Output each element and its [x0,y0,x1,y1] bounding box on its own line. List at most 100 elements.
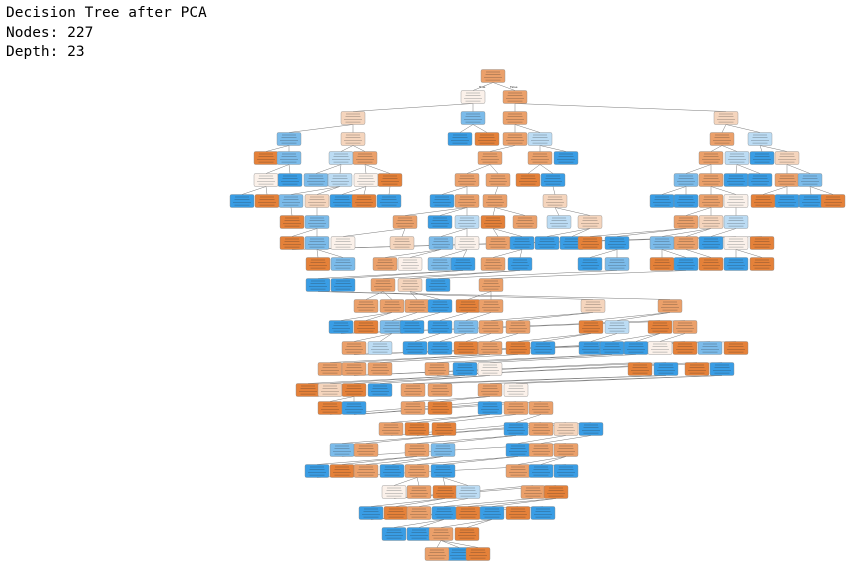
tree-edge [393,519,445,528]
tree-edge [439,207,468,216]
tree-node [453,341,479,355]
tree-edge [395,498,446,507]
tree-edge [316,186,341,195]
tree-node [317,383,343,397]
tree-node [404,422,430,436]
tree-edge [515,414,542,423]
tree-edge [418,519,445,528]
tree-edge [661,186,687,195]
tree-edge [519,249,523,258]
tree-node [430,464,456,478]
tree-edge [329,396,355,402]
tree-node [454,215,480,229]
tree-node [599,341,625,355]
tree-node [820,194,846,208]
tree-edge [409,291,441,300]
tree-node [503,422,529,436]
tree-edge [462,249,468,258]
tree-node [480,257,506,271]
tree-node [400,401,426,415]
tree-node [253,151,279,165]
tree-node [379,320,405,334]
tree-edge [685,164,712,174]
tree-edge [721,145,738,152]
tree-node [477,151,503,165]
tree-node [452,362,478,376]
tree-node [534,236,560,250]
tree-edge [339,164,342,174]
tree-node [478,299,504,313]
tree-edge [517,312,594,321]
tree-edge [465,333,492,342]
tree-node [454,236,480,250]
tree-edge [517,333,592,342]
tree-edge [379,375,491,384]
tree-edge [616,312,671,321]
tree-edge [340,312,393,321]
tree-edge [721,124,727,133]
tree-edge [759,145,788,152]
tree-node [604,236,630,250]
tree-node [503,401,529,415]
tree-edge [443,498,534,507]
tree-edge [416,414,491,423]
tree-node [478,278,504,292]
tree-node [424,362,450,376]
tree-node [427,320,453,334]
tree-node [381,527,407,541]
tree-edge [341,456,418,465]
tree-edge [490,270,687,279]
tree-edge [492,228,523,237]
tree-edge [439,312,469,321]
tree-node [723,215,749,229]
tree-node [379,299,405,313]
tree-node [330,257,356,271]
tree-node [404,299,430,313]
tree-title: Decision Tree after PCA [6,5,207,21]
tree-node [502,132,528,146]
tree-node [389,236,415,250]
tree-edge [466,164,491,174]
tree-edge [411,312,441,321]
tree-node [460,111,486,125]
tree-edge [467,291,492,300]
tree-node [747,132,773,146]
tree-node [653,362,679,376]
tree-node [520,485,546,499]
tree-edge [353,354,491,363]
tree-node [673,194,699,208]
tree-edge [439,396,491,402]
tree-edge [685,228,712,237]
tree-edge [589,249,618,258]
tree-edge [265,164,290,174]
tree-edge [416,456,519,465]
tree-edge [441,186,468,195]
tree-edge [542,333,592,342]
tree-edge [515,375,723,384]
tree-edge [340,145,354,152]
tree-node [377,173,403,187]
tree-node [399,320,425,334]
tree-node [454,527,480,541]
edge-label-false: False [510,85,518,89]
tree-edge [365,435,445,444]
tree-edge [436,354,613,363]
tree-edge [416,477,420,486]
tree-node [477,341,503,355]
tree-edge [391,456,444,465]
tree-node [649,257,675,271]
tree-node [505,320,531,334]
tree-node [428,236,454,250]
tree-edge [539,164,554,174]
tree-node [627,362,653,376]
tree-node [379,464,405,478]
tree-node [528,464,554,478]
tree-node [453,320,479,334]
tree-edge [384,249,442,258]
tree-edge [317,291,594,300]
tree-edge [786,164,811,174]
tree-node [509,236,535,250]
tree-edge [685,207,712,216]
tree-edge [459,124,474,133]
tree-node [673,215,699,229]
